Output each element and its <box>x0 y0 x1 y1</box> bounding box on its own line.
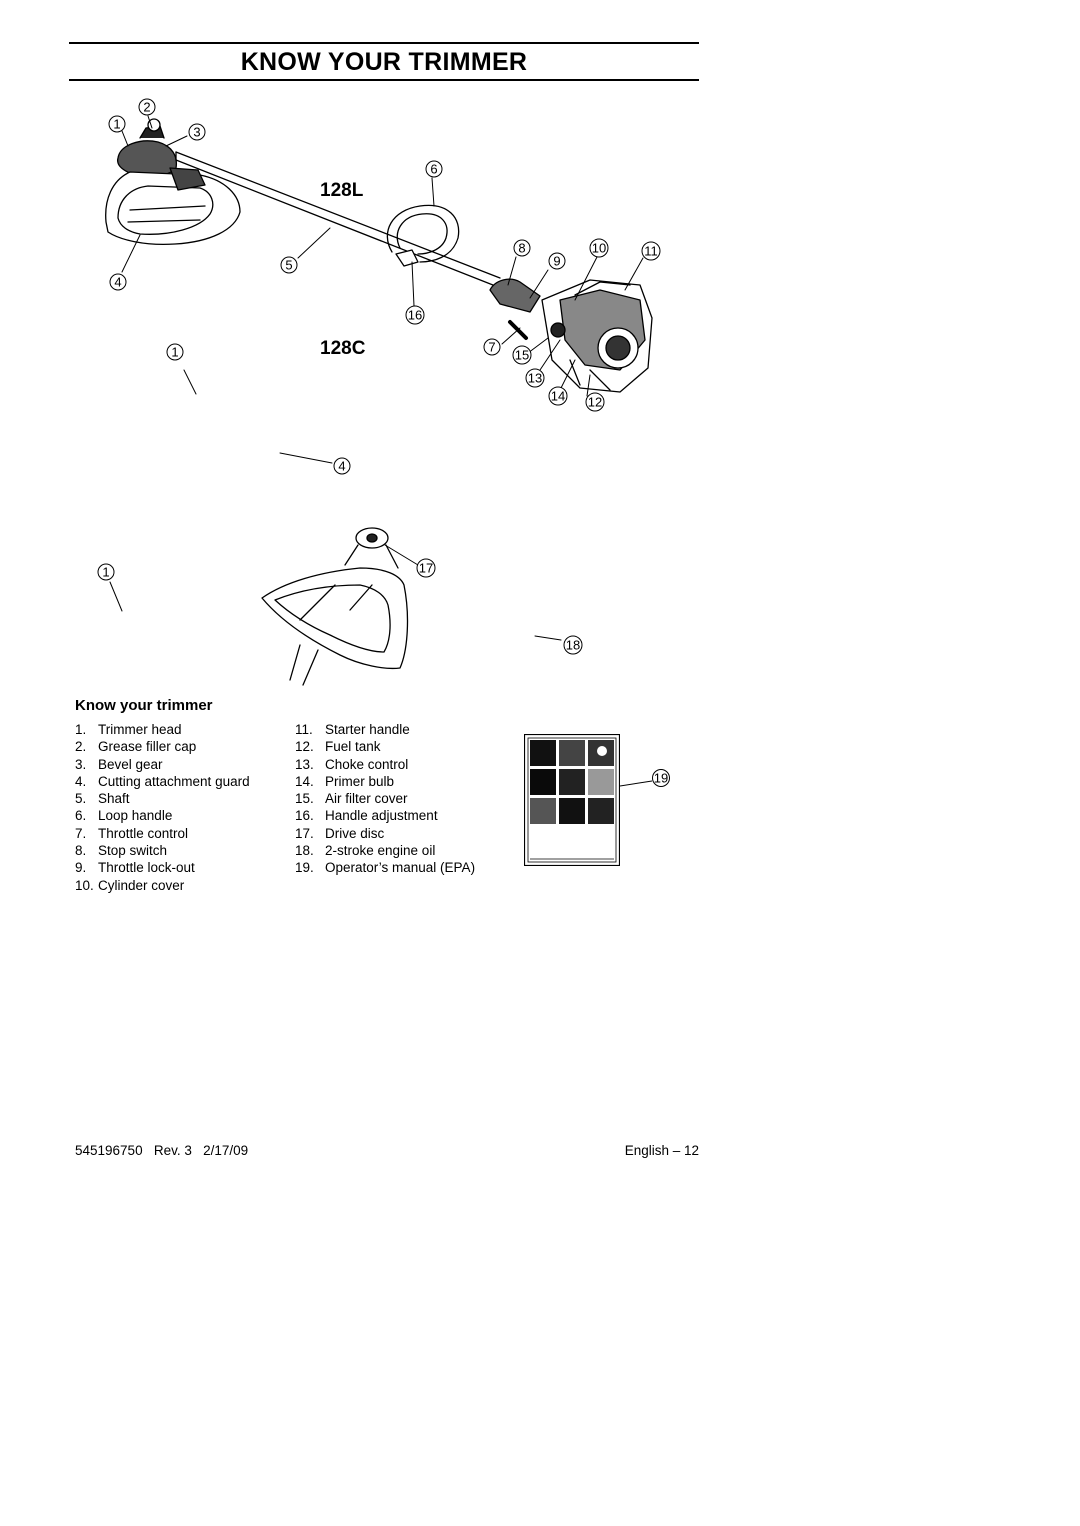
callout: 10 <box>589 238 609 258</box>
svg-text:4: 4 <box>114 275 121 290</box>
list-item: 6.Loop handle <box>75 808 173 824</box>
callout: 1 <box>97 563 115 581</box>
callout: 3 <box>188 123 206 141</box>
callout: 17 <box>416 558 436 578</box>
svg-text:16: 16 <box>408 308 422 323</box>
title-underline <box>69 79 699 81</box>
svg-text:7: 7 <box>488 340 495 355</box>
model-label-128l: 128L <box>320 180 364 201</box>
callout: 16 <box>405 305 425 325</box>
svg-text:14: 14 <box>551 389 565 404</box>
list-item: 15.Air filter cover <box>295 791 408 807</box>
callout: 7 <box>483 338 501 356</box>
list-item: 2.Grease filler cap <box>75 739 197 755</box>
footer-page-number: English – 12 <box>624 1143 699 1158</box>
callout: 4 <box>109 273 127 291</box>
model-label-128c: 128C <box>320 338 366 359</box>
svg-text:12: 12 <box>588 395 602 410</box>
list-item: 4.Cutting attachment guard <box>75 773 250 789</box>
callout: 11 <box>641 241 661 261</box>
parts-list-left: 1.Trimmer head 2.Grease filler cap 3.Bev… <box>75 721 250 894</box>
list-item: 7.Throttle control <box>75 825 189 841</box>
callout: 18 <box>563 635 583 655</box>
shaft-drawing <box>175 151 501 288</box>
svg-text:11: 11 <box>644 244 658 259</box>
callout-19: 19 <box>620 769 670 787</box>
list-item: 8.Stop switch <box>75 843 168 859</box>
svg-text:1: 1 <box>171 345 178 360</box>
list-item: 14.Primer bulb <box>295 773 395 789</box>
engine-drawing <box>489 278 653 393</box>
svg-text:1: 1 <box>102 565 109 580</box>
svg-text:19: 19 <box>654 771 668 786</box>
svg-text:15: 15 <box>515 348 529 363</box>
top-rule <box>69 42 699 44</box>
svg-text:13: 13 <box>528 371 542 386</box>
list-item: 5.Shaft <box>75 791 130 807</box>
callout: 1 <box>108 115 126 133</box>
svg-text:10: 10 <box>592 241 606 256</box>
manual-logo-icon <box>597 746 607 756</box>
svg-text:1: 1 <box>113 117 120 132</box>
trimmer-head-drawing <box>105 118 241 246</box>
list-item: 19.Operator’s manual (EPA) <box>295 860 476 876</box>
callout: 12 <box>585 392 605 412</box>
svg-text:9: 9 <box>553 254 560 269</box>
parts-list-right: 11.Starter handle 12.Fuel tank 13.Choke … <box>295 721 475 877</box>
svg-text:5: 5 <box>285 258 292 273</box>
callout: 4 <box>333 457 351 475</box>
list-item: 9.Throttle lock-out <box>75 860 195 876</box>
list-item: 18.2-stroke engine oil <box>295 843 436 859</box>
leader-lines <box>109 115 644 641</box>
list-item: 16.Handle adjustment <box>295 808 438 824</box>
callout: 15 <box>512 345 532 365</box>
svg-text:4: 4 <box>338 459 345 474</box>
svg-text:17: 17 <box>419 561 433 576</box>
callout: 2 <box>138 98 156 116</box>
footer-document-info: 545196750 Rev. 3 2/17/09 <box>75 1143 249 1158</box>
page-title: KNOW YOUR TRIMMER <box>240 48 528 76</box>
guard-128c-drawing <box>261 527 409 686</box>
callout: 9 <box>548 252 566 270</box>
operators-manual-image <box>524 734 620 866</box>
list-item: 1.Trimmer head <box>75 722 182 737</box>
svg-text:3: 3 <box>193 125 200 140</box>
svg-text:2: 2 <box>143 100 150 115</box>
list-item: 17.Drive disc <box>295 825 385 841</box>
callout: 13 <box>525 368 545 388</box>
svg-text:8: 8 <box>518 241 525 256</box>
manual-photo-grid <box>530 740 614 824</box>
list-item: 10.Cylinder cover <box>75 877 185 893</box>
callout: 8 <box>513 239 531 257</box>
list-item: 11.Starter handle <box>295 722 410 737</box>
callouts: 1 2 3 4 5 6 8 9 10 11 16 1 7 15 13 14 12… <box>97 98 661 655</box>
list-item: 12.Fuel tank <box>295 739 381 755</box>
callout: 5 <box>280 256 298 274</box>
callout: 6 <box>425 160 443 178</box>
list-item: 13.Choke control <box>295 756 409 772</box>
svg-text:18: 18 <box>566 638 580 653</box>
callout: 14 <box>548 386 568 406</box>
section-heading: Know your trimmer <box>75 697 213 714</box>
trimmer-diagram: 128L 128C 1 2 3 4 5 6 8 9 10 11 16 1 7 1… <box>97 98 661 686</box>
svg-text:6: 6 <box>430 162 437 177</box>
list-item: 3.Bevel gear <box>75 756 163 772</box>
callout: 1 <box>166 343 184 361</box>
